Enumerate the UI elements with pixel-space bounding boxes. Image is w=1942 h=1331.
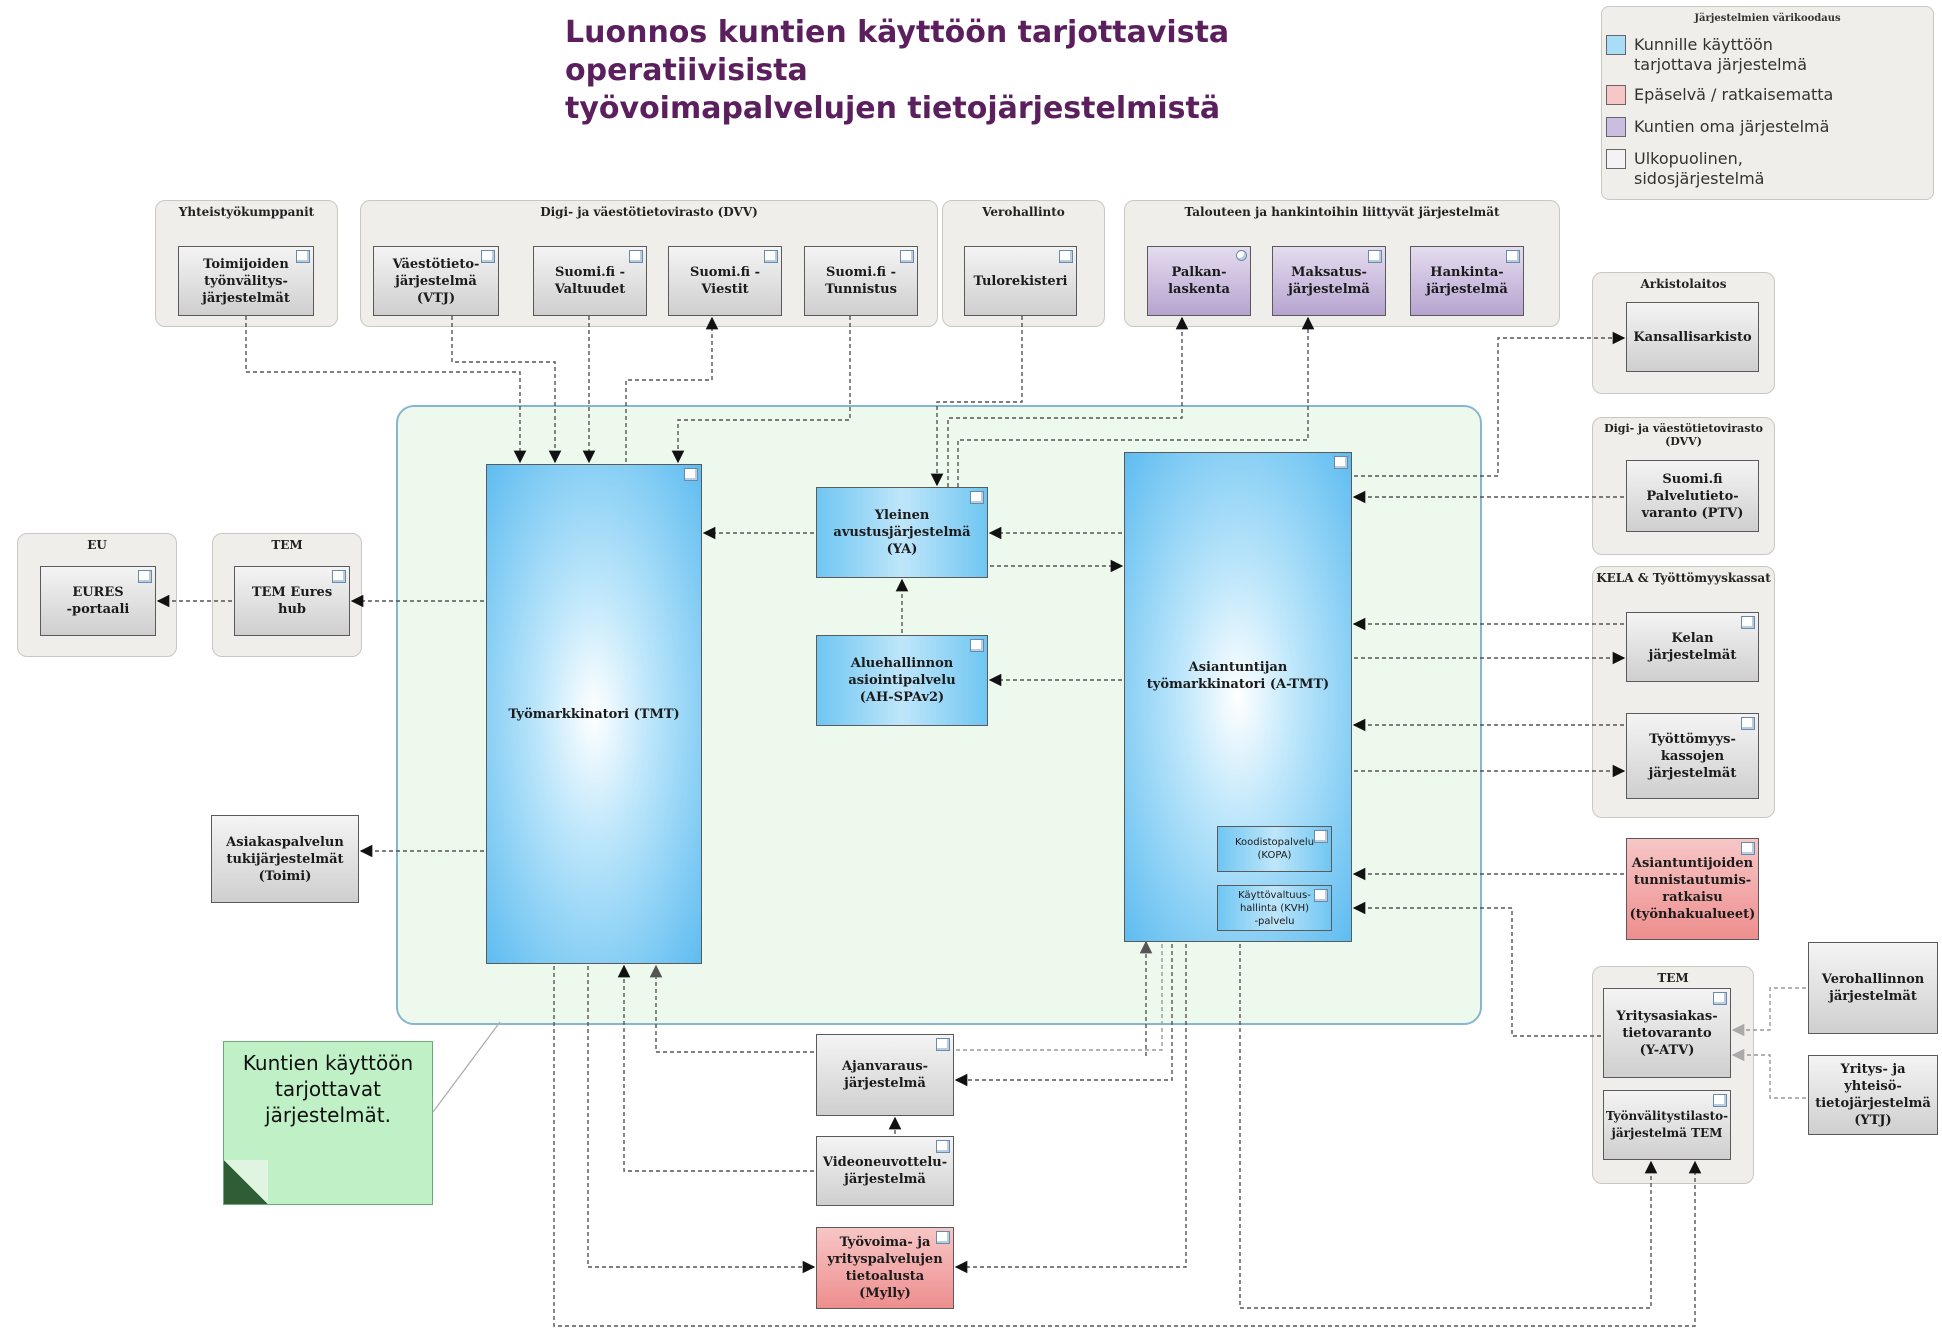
note-fold-corner (224, 1160, 268, 1204)
node-koodistopalvelu[interactable]: Koodistopalvelu (KOPA) (1217, 826, 1332, 872)
node-yleinen-avustusjarjestelma[interactable]: Yleinen avustusjärjestelmä (YA) (816, 487, 988, 578)
legend-swatch-red (1606, 85, 1626, 105)
legend-label-offered: Kunnille käyttöön tarjottava järjestelmä (1634, 35, 1808, 74)
node-kayttovaltuushallinta[interactable]: Käyttövaltuus- hallinta (KVH) -palvelu (1217, 885, 1332, 931)
node-ytj[interactable]: Yritys- ja yhteisö- tietojärjestelmä (YT… (1808, 1055, 1938, 1135)
node-asiakaspalvelun-tukijarjestelmat[interactable]: Asiakaspalvelun tukijärjestelmät (Toimi) (211, 815, 359, 903)
node-ajanvarausjarjestelma[interactable]: Ajanvaraus- järjestelmä (816, 1034, 954, 1116)
legend-label-unclear: Epäselvä / ratkaisematta (1634, 85, 1834, 104)
legend-item-own: Kuntien oma järjestelmä (1606, 117, 1829, 137)
node-tyottomyyskassat[interactable]: Työttömyys- kassojen järjestelmät (1626, 713, 1759, 799)
legend-swatch-purple (1606, 117, 1626, 137)
legend-swatch-gray (1606, 149, 1626, 169)
legend-swatch-blue (1606, 35, 1626, 55)
node-hankinta[interactable]: Hankinta- järjestelmä (1410, 246, 1524, 316)
group-label: TEM (271, 538, 303, 552)
legend-item-external: Ulkopuolinen, sidosjärjestelmä (1606, 149, 1764, 189)
node-tunnistautumisratkaisu[interactable]: Asiantuntijoiden tunnistautumis- ratkais… (1626, 838, 1759, 940)
node-videoneuvottelujarjestelma[interactable]: Videoneuvottelu- järjestelmä (816, 1136, 954, 1206)
node-verohallinnon-jarjestelmat[interactable]: Verohallinnon järjestelmät (1808, 942, 1938, 1034)
node-kansallisarkisto[interactable]: Kansallisarkisto (1626, 302, 1759, 372)
legend-label-external: Ulkopuolinen, sidosjärjestelmä (1634, 149, 1765, 188)
node-ptv[interactable]: Suomi.fi Palvelutieto- varanto (PTV) (1626, 460, 1759, 532)
group-label: Digi- ja väestötietovirasto (DVV) (540, 205, 758, 219)
node-palkanlaskenta[interactable]: Palkan- laskenta (1147, 246, 1251, 316)
node-suomifi-valtuudet[interactable]: Suomi.fi - Valtuudet (533, 246, 647, 316)
note-text: Kuntien käyttöön tarjottavat järjestelmä… (242, 1051, 414, 1127)
node-suomifi-viestit[interactable]: Suomi.fi - Viestit (668, 246, 782, 316)
group-label: Digi- ja väestötietovirasto (DVV) (1604, 422, 1763, 448)
group-label: Talouteen ja hankintoihin liittyvät järj… (1184, 205, 1500, 219)
node-tulorekisteri[interactable]: Tulorekisteri (964, 246, 1077, 316)
node-tyomarkkinatori[interactable]: Työmarkkinatori (TMT) (486, 464, 702, 964)
node-yatv[interactable]: Yritysasiakas- tietovaranto (Y-ATV) (1603, 988, 1731, 1078)
node-tyonvalitystilasto[interactable]: Työnvälitystilasto- järjestelmä TEM (1603, 1090, 1731, 1160)
group-label: Verohallinto (982, 205, 1065, 219)
page-title: Luonnos kuntien käyttöön tarjottavista o… (565, 15, 1230, 126)
node-maksatus[interactable]: Maksatus- järjestelmä (1272, 246, 1386, 316)
node-mylly-tietoalusta[interactable]: Työvoima- ja yrityspalvelujen tietoalust… (816, 1227, 954, 1309)
group-label: TEM (1657, 971, 1689, 985)
node-kela[interactable]: Kelan järjestelmät (1626, 612, 1759, 682)
note-connector (432, 1021, 501, 1113)
node-eures-portaali[interactable]: EURES -portaali (40, 566, 156, 636)
node-vtj[interactable]: Väestötieto- järjestelmä (VTJ) (373, 246, 499, 316)
legend: Järjestelmien värikoodaus Kunnille käytt… (1601, 6, 1934, 200)
note-kuntien-kayttoon: Kuntien käyttöön tarjottavat järjestelmä… (223, 1041, 433, 1205)
node-tem-eures-hub[interactable]: TEM Eures hub (234, 566, 350, 636)
group-label: Arkistolaitos (1640, 277, 1727, 291)
node-aluehallinnon-asiointipalvelu[interactable]: Aluehallinnon asiointipalvelu (AH-SPAv2) (816, 635, 988, 726)
legend-item-unclear: Epäselvä / ratkaisematta (1606, 85, 1833, 105)
legend-title: Järjestelmien värikoodaus (1694, 13, 1841, 24)
legend-label-own: Kuntien oma järjestelmä (1634, 117, 1830, 136)
group-label: Yhteistyökumppanit (178, 205, 315, 219)
node-toimijoiden[interactable]: Toimijoiden työnvälitys- järjestelmät (178, 246, 314, 316)
group-label: KELA & Työttömyyskassat (1596, 571, 1771, 585)
node-suomifi-tunnistus[interactable]: Suomi.fi - Tunnistus (804, 246, 918, 316)
group-label: EU (87, 538, 107, 552)
legend-item-offered: Kunnille käyttöön tarjottava järjestelmä (1606, 35, 1807, 75)
